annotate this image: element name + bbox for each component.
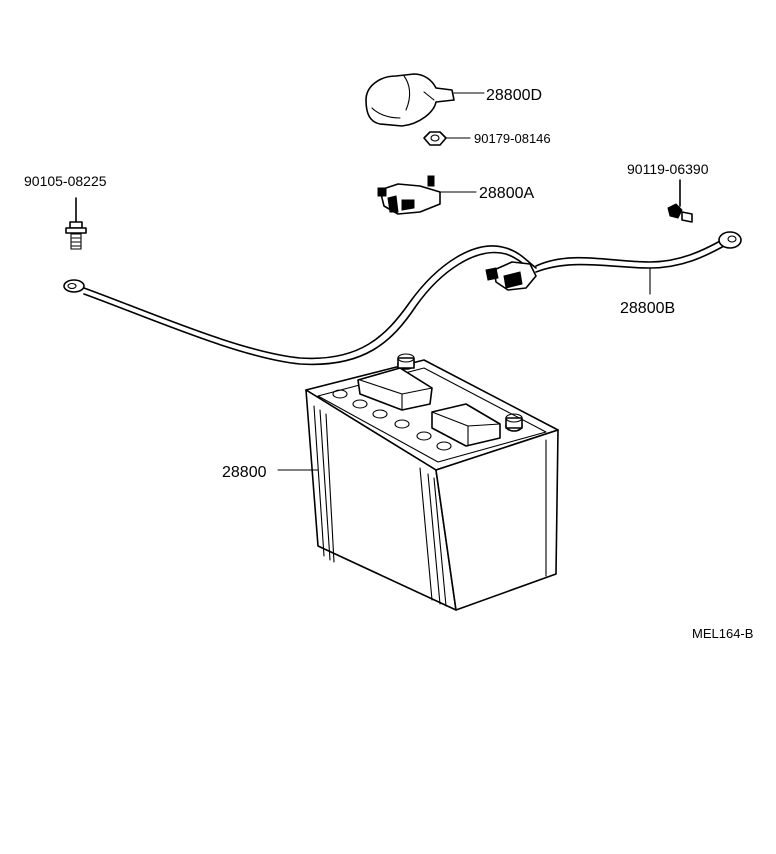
label-90119-06390: 90119-06390 <box>627 161 709 177</box>
label-90179-08146: 90179-08146 <box>474 131 551 146</box>
label-28800: 28800 <box>222 464 267 481</box>
bolt-90119-06390 <box>667 179 693 223</box>
battery-28800 <box>277 353 559 611</box>
label-90105-08225: 90105-08225 <box>24 173 107 189</box>
figure-code: MEL164-B <box>692 626 753 641</box>
label-28800B: 28800B <box>620 300 675 317</box>
label-28800D: 28800D <box>486 87 542 104</box>
terminal-cover-28800D <box>365 73 485 127</box>
battery-cable-28800B <box>63 231 742 366</box>
nut-90179-08146 <box>423 131 471 146</box>
label-28800A: 28800A <box>479 185 534 202</box>
bolt-90105-08225 <box>65 197 87 250</box>
terminal-clamp-28800A <box>377 175 477 215</box>
